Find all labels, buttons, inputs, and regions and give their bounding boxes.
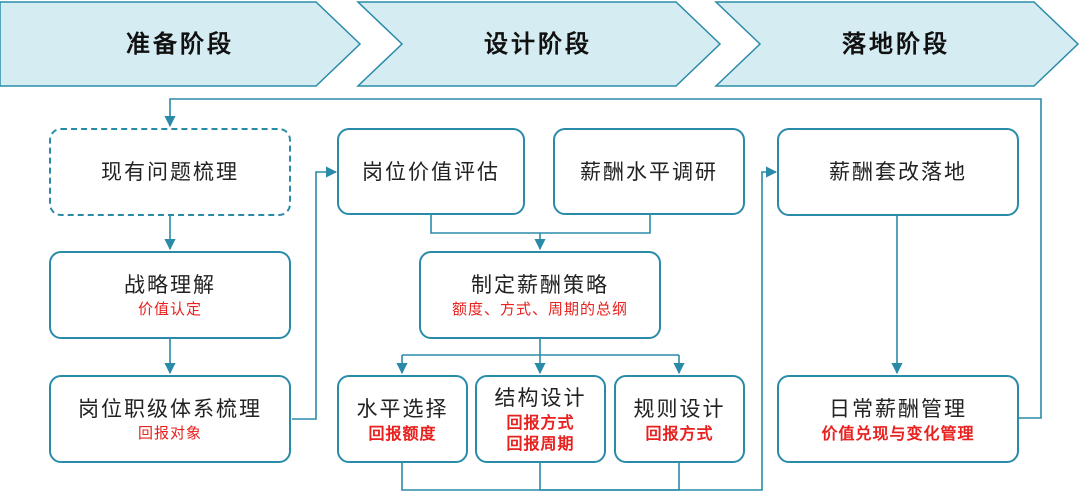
- arrow-design-to-reform: [539, 166, 778, 491]
- node-daily-title: 日常薪酬管理: [829, 396, 967, 421]
- node-job-eval: 岗位价值评估: [337, 128, 525, 215]
- node-strategy-sub: 价值认定: [137, 299, 202, 318]
- node-strategy: 战略理解 价值认定: [49, 251, 291, 339]
- node-rules-title: 规则设计: [633, 396, 726, 421]
- phase-chevron-design: [356, 1, 722, 87]
- node-structure-title: 结构设计: [494, 386, 587, 410]
- arrow-jobsystem-to-jobeval: [292, 166, 338, 420]
- node-reform-title: 薪酬套改落地: [829, 160, 967, 184]
- node-level-title: 水平选择: [356, 396, 449, 421]
- node-policy-title: 制定薪酬策略: [471, 272, 609, 297]
- node-job-system-sub: 回报对象: [137, 423, 202, 442]
- node-structure: 结构设计 回报方式 回报周期: [475, 375, 606, 463]
- node-strategy-title: 战略理解: [124, 272, 216, 297]
- node-reform: 薪酬套改落地: [777, 128, 1019, 216]
- node-level-sub: 回报额度: [368, 423, 437, 443]
- node-daily-sub: 价值兑现与变化管理: [821, 423, 975, 443]
- node-rules-sub: 回报方式: [645, 423, 714, 443]
- node-policy-sub: 额度、方式、周期的总纲: [451, 299, 628, 318]
- phase-label-design: 设计阶段: [484, 30, 592, 58]
- node-daily: 日常薪酬管理 价值兑现与变化管理: [777, 375, 1019, 463]
- phase-chevron-prep: [0, 1, 362, 87]
- node-policy: 制定薪酬策略 额度、方式、周期的总纲: [419, 251, 661, 339]
- phase-chevron-landing: [714, 1, 1080, 87]
- node-market: 薪酬水平调研: [553, 128, 745, 215]
- node-market-title: 薪酬水平调研: [580, 159, 718, 184]
- node-level: 水平选择 回报额度: [337, 375, 468, 463]
- node-structure-sub1: 回报方式: [506, 413, 575, 432]
- node-job-system: 岗位职级体系梳理 回报对象: [49, 375, 291, 463]
- phase-label-prep: 准备阶段: [126, 30, 234, 58]
- node-problems: 现有问题梳理: [49, 128, 291, 216]
- node-job-system-title: 岗位职级体系梳理: [78, 396, 262, 421]
- node-structure-sub2: 回报周期: [506, 434, 575, 453]
- phase-label-landing: 落地阶段: [842, 30, 950, 58]
- feedback-loop-connector: [164, 98, 1042, 419]
- node-rules: 规则设计 回报方式: [614, 375, 745, 463]
- merge-left-connector: [430, 215, 651, 234]
- node-job-eval-title: 岗位价值评估: [362, 159, 500, 184]
- node-problems-title: 现有问题梳理: [101, 160, 239, 184]
